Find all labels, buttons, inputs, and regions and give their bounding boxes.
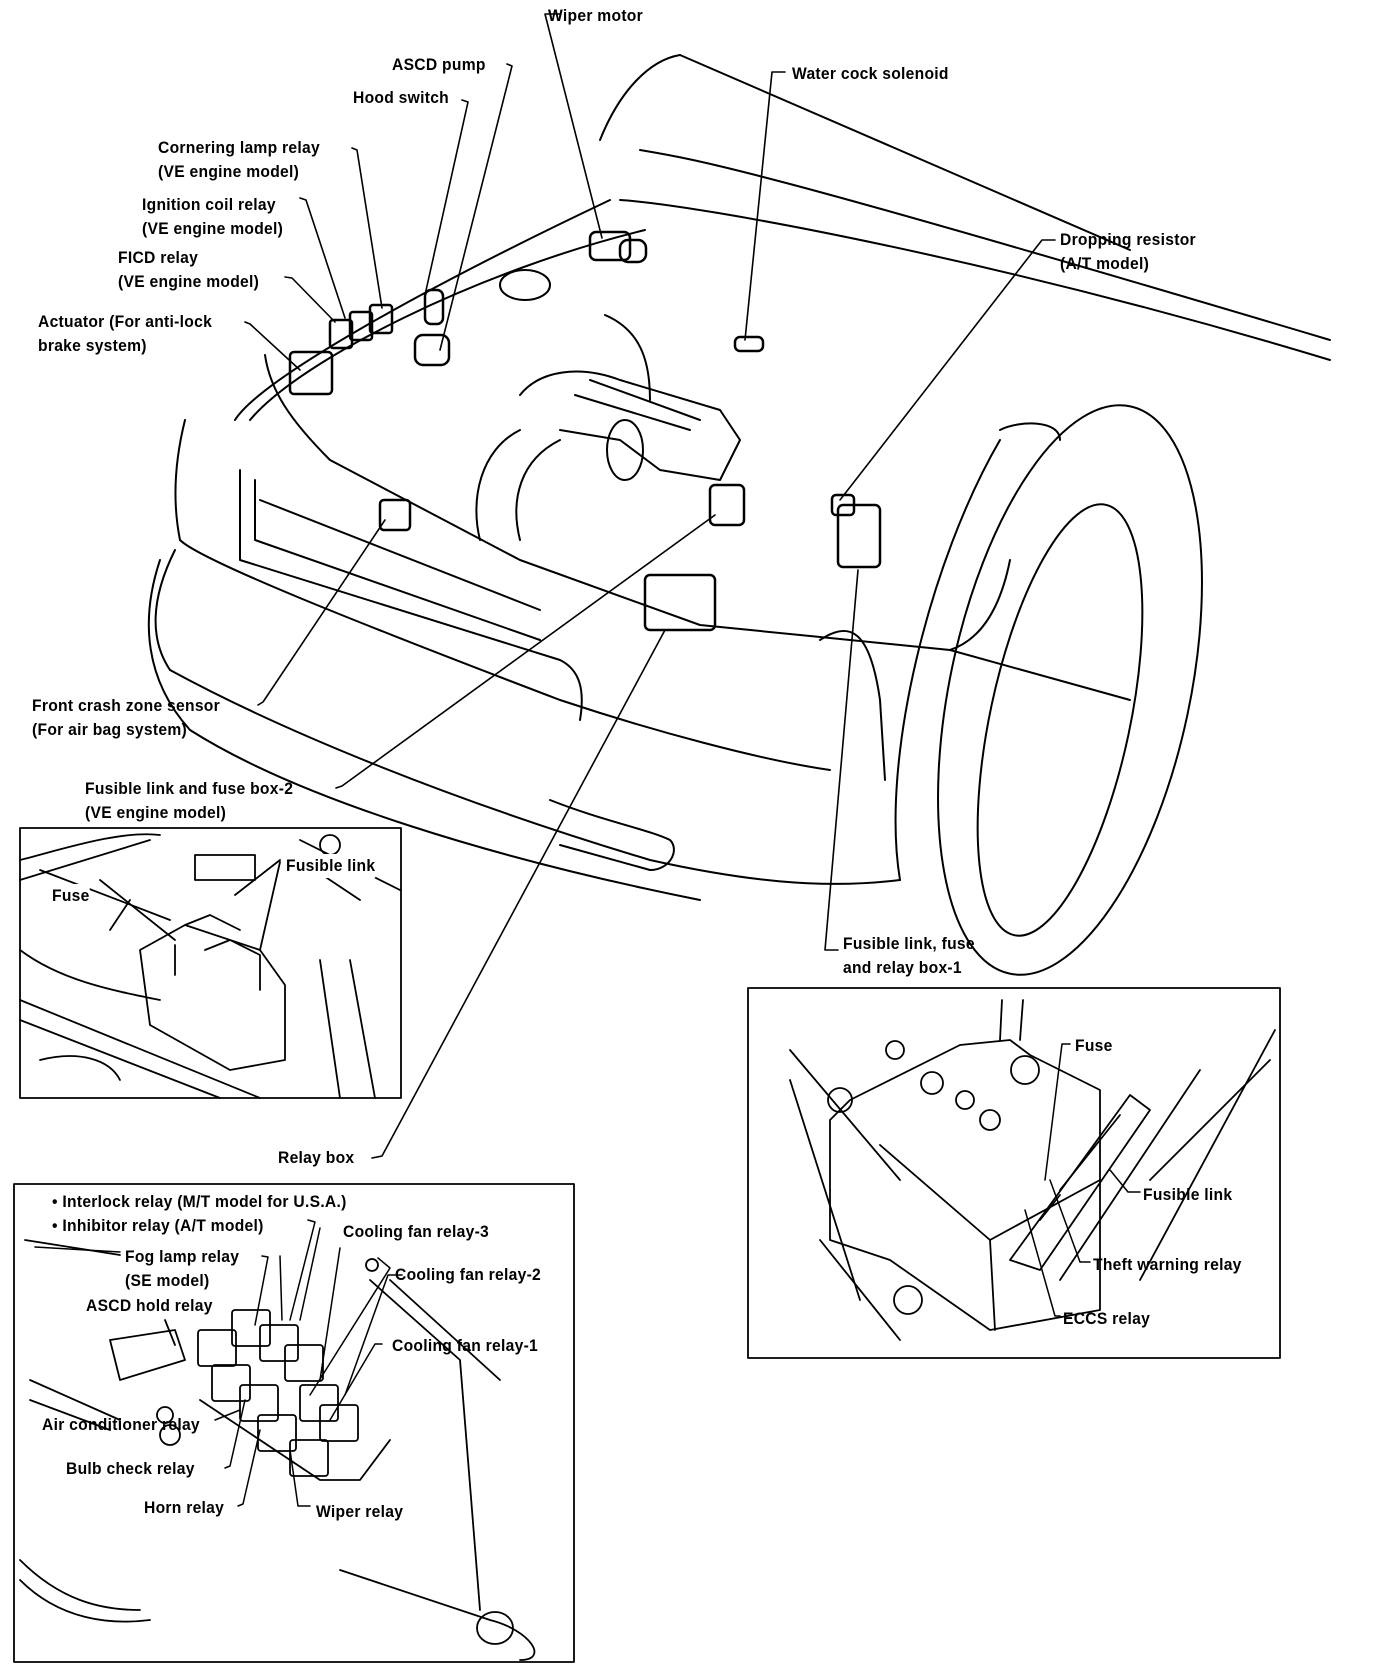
inset1-label-theft-warning-relay: Theft warning relay — [1093, 1255, 1242, 1274]
relaybox-label-fog-lamp-relay: Fog lamp relay (SE model) — [125, 1245, 239, 1293]
label-line-1: FICD relay — [118, 248, 199, 267]
label-line-2: (VE engine model) — [142, 219, 284, 238]
relaybox-bullet-interlock: • Interlock relay (M/T model for U.S.A.) — [52, 1190, 347, 1214]
label-line-1: Front crash zone sensor — [32, 696, 220, 715]
inset1-label-eccs-relay: ECCS relay — [1063, 1309, 1151, 1328]
fuse-box-2-icon — [708, 483, 746, 527]
bullet-item: • Inhibitor relay (A/T model) — [52, 1216, 264, 1235]
asco-pump-icon — [413, 333, 451, 367]
label-fusible-link-fuse-box-2: Fusible link and fuse box-2 (VE engine m… — [85, 777, 293, 825]
label-cornering-lamp-relay: Cornering lamp relay (VE engine model) — [158, 136, 320, 184]
label-relay-box: Relay box — [278, 1148, 355, 1167]
relaybox-label-cooling-fan-relay-2: Cooling fan relay-2 — [395, 1265, 542, 1284]
fuse-relay-box-1-icon — [836, 503, 882, 569]
label-fusible-link-fuse-relay-box-1: Fusible link, fuse and relay box-1 — [843, 932, 975, 980]
label-front-crash-zone-sensor: Front crash zone sensor (For air bag sys… — [32, 694, 220, 742]
label-line-2: (VE engine model) — [85, 803, 227, 822]
relaybox-label-cooling-fan-relay-1: Cooling fan relay-1 — [392, 1336, 539, 1355]
car-body-outline — [147, 54, 1331, 976]
wiper-motor-icon — [588, 230, 632, 262]
relaybox-bullet-inhibitor: • Inhibitor relay (A/T model) — [52, 1214, 264, 1238]
label-ascd-pump: ASCD pump — [392, 55, 486, 74]
relaybox-label-cooling-fan-relay-3: Cooling fan relay-3 — [343, 1222, 490, 1241]
relaybox-label-ascd-hold-relay: ASCD hold relay — [86, 1296, 213, 1315]
label-line-2: (VE engine model) — [158, 162, 300, 181]
ficd-relay-icon — [328, 318, 354, 350]
inset2-label-fuse: Fuse — [52, 884, 90, 908]
bullet-text: Interlock relay (M/T model for U.S.A.) — [62, 1192, 347, 1211]
relay-box-icon — [643, 573, 717, 632]
inset1-label-fusible-link: Fusible link — [1143, 1185, 1233, 1204]
inset-relay-box-leaders — [34, 1219, 403, 1507]
label-line-2: (VE engine model) — [118, 272, 260, 291]
inset2-label-fusible-link: Fusible link — [286, 854, 376, 878]
bullet-item: • Interlock relay (M/T model for U.S.A.) — [52, 1192, 347, 1211]
label-water-cock-solenoid: Water cock solenoid — [792, 64, 949, 83]
label-line-1: Fusible link, fuse — [843, 934, 975, 953]
crash-zone-sensor-icon — [378, 498, 412, 532]
label-line-2: (For air bag system) — [32, 720, 188, 739]
water-cock-solenoid-icon — [733, 335, 765, 353]
label-ignition-coil-relay: Ignition coil relay (VE engine model) — [142, 193, 283, 241]
leader-lines — [244, 13, 1056, 1159]
inset-relay-box-1-art — [747, 987, 1281, 1359]
label-line-1: Fog lamp relay — [125, 1247, 240, 1266]
label-line-1: Cornering lamp relay — [158, 138, 320, 157]
label-dropping-resistor: Dropping resistor (A/T model) — [1060, 228, 1196, 276]
relaybox-label-air-conditioner-relay: Air conditioner relay — [42, 1415, 200, 1434]
relaybox-label-horn-relay: Horn relay — [144, 1498, 225, 1517]
label-line-1: Actuator (For anti-lock — [38, 312, 213, 331]
label-line-2: brake system) — [38, 336, 147, 355]
label-line-2: (A/T model) — [1060, 254, 1150, 273]
label-ficd-relay: FICD relay (VE engine model) — [118, 246, 259, 294]
label-line-1: Dropping resistor — [1060, 230, 1196, 249]
label-line-2: (SE model) — [125, 1271, 210, 1290]
inset-relay-box-art — [13, 1183, 575, 1663]
label-line-2: and relay box-1 — [843, 958, 962, 977]
relaybox-label-bulb-check-relay: Bulb check relay — [66, 1459, 195, 1478]
label-actuator: Actuator (For anti-lock brake system) — [38, 310, 212, 358]
ignition-coil-relay-icon — [348, 310, 374, 342]
component-glyphs — [288, 230, 882, 632]
relaybox-label-wiper-relay: Wiper relay — [316, 1502, 404, 1521]
label-line-1: Ignition coil relay — [142, 195, 276, 214]
inset-fuse-box-2-art — [19, 827, 402, 1099]
hood-switch-icon — [423, 288, 445, 326]
inset-relay-box-1-leaders — [1024, 1043, 1141, 1317]
label-line-1: Fusible link and fuse box-2 — [85, 779, 294, 798]
inset1-label-fuse: Fuse — [1075, 1036, 1113, 1055]
bullet-text: Inhibitor relay (A/T model) — [62, 1216, 264, 1235]
actuator-icon — [288, 350, 334, 396]
label-hood-switch: Hood switch — [353, 88, 450, 107]
label-wiper-motor: Wiper motor — [548, 6, 644, 25]
